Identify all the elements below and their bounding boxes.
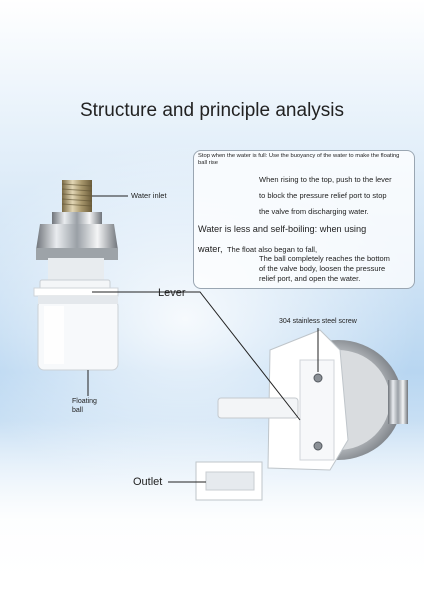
- label-floating-ball-2: ball: [72, 407, 83, 414]
- label-outlet: Outlet: [133, 476, 163, 488]
- info-line-4: the valve from discharging water.: [259, 207, 369, 216]
- callout-lines: [87, 195, 319, 483]
- page-title: Structure and principle analysis: [79, 100, 345, 121]
- principle-info-box: [193, 150, 415, 289]
- info-line-7: of the valve body, loosen the pressure: [259, 264, 386, 273]
- valve-lying: [195, 329, 408, 501]
- info-line-5b: water, The float also began to fall,: [198, 239, 317, 257]
- label-floating-ball-1: Floating: [72, 398, 97, 405]
- info-line-8: relief port, and open the water.: [259, 274, 361, 283]
- label-screw: 304 stainless steel screw: [279, 318, 357, 325]
- info-line-3: to block the pressure relief port to sto…: [259, 191, 387, 200]
- info-line-6: The ball completely reaches the bottom: [259, 254, 390, 263]
- info-line-5b-small: The float also began to fall,: [226, 245, 318, 254]
- label-lever: Lever: [158, 287, 186, 299]
- info-line-5b-big: water,: [198, 244, 223, 254]
- info-line-1a: Stop when the water is full: Use the buo…: [198, 153, 400, 159]
- info-line-2: When rising to the top, push to the leve…: [259, 175, 392, 184]
- label-water-inlet: Water inlet: [131, 191, 167, 200]
- valve-upright: [33, 180, 119, 371]
- info-line-5a: Water is less and self-boiling: when usi…: [198, 224, 367, 234]
- info-line-1b: ball rise: [198, 160, 218, 166]
